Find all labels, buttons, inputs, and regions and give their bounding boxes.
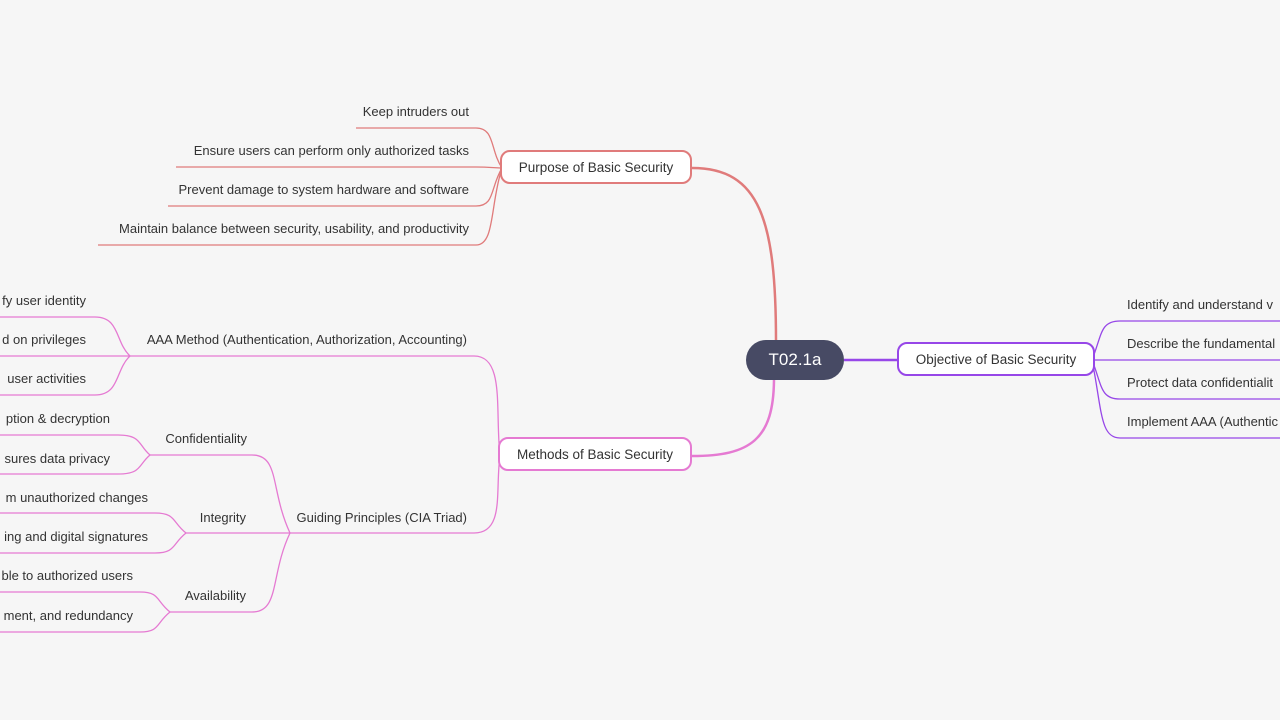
- purpose-of-basic-security-node[interactable]: Purpose of Basic Security: [500, 150, 692, 184]
- aaa-item-3[interactable]: user activities: [7, 371, 86, 386]
- objective-of-basic-security-node[interactable]: Objective of Basic Security: [897, 342, 1095, 376]
- link-root-purpose: [691, 166, 778, 343]
- aaa-method-node[interactable]: AAA Method (Authentication, Authorizatio…: [146, 332, 467, 347]
- objective-item-3[interactable]: Protect data confidentialit: [1127, 375, 1273, 390]
- objective-item-1[interactable]: Identify and understand v: [1127, 297, 1273, 312]
- availability-item-2[interactable]: ment, and redundancy: [3, 608, 133, 623]
- integrity-item-1[interactable]: m unauthorized changes: [5, 490, 148, 505]
- availability-item-1[interactable]: ble to authorized users: [1, 568, 133, 583]
- confidentiality-node[interactable]: Confidentiality: [165, 431, 247, 446]
- aaa-item-2[interactable]: d on privileges: [2, 332, 86, 347]
- confidentiality-item-1[interactable]: ption & decryption: [5, 411, 110, 426]
- purpose-item-3[interactable]: Prevent damage to system hardware and so…: [178, 182, 469, 197]
- objective-item-4[interactable]: Implement AAA (Authentic: [1127, 414, 1279, 429]
- root-node[interactable]: T02.1a: [746, 340, 844, 380]
- integrity-item-2[interactable]: ing and digital signatures: [4, 529, 148, 544]
- purpose-item-4[interactable]: Maintain balance between security, usabi…: [119, 221, 469, 236]
- purpose-item-1[interactable]: Keep intruders out: [362, 104, 469, 119]
- link-root-methods: [691, 377, 776, 458]
- purpose-links: [98, 127, 503, 246]
- confidentiality-item-2[interactable]: sures data privacy: [4, 451, 111, 466]
- availability-node[interactable]: Availability: [184, 588, 246, 603]
- methods-links: [0, 316, 501, 633]
- aaa-item-1[interactable]: fy user identity: [2, 293, 86, 308]
- purpose-item-2[interactable]: Ensure users can perform only authorized…: [193, 143, 469, 158]
- methods-of-basic-security-node[interactable]: Methods of Basic Security: [498, 437, 692, 471]
- objective-item-2[interactable]: Describe the fundamental: [1127, 336, 1276, 351]
- cia-triad-node[interactable]: Guiding Principles (CIA Triad): [296, 510, 467, 525]
- integrity-node[interactable]: Integrity: [199, 510, 246, 525]
